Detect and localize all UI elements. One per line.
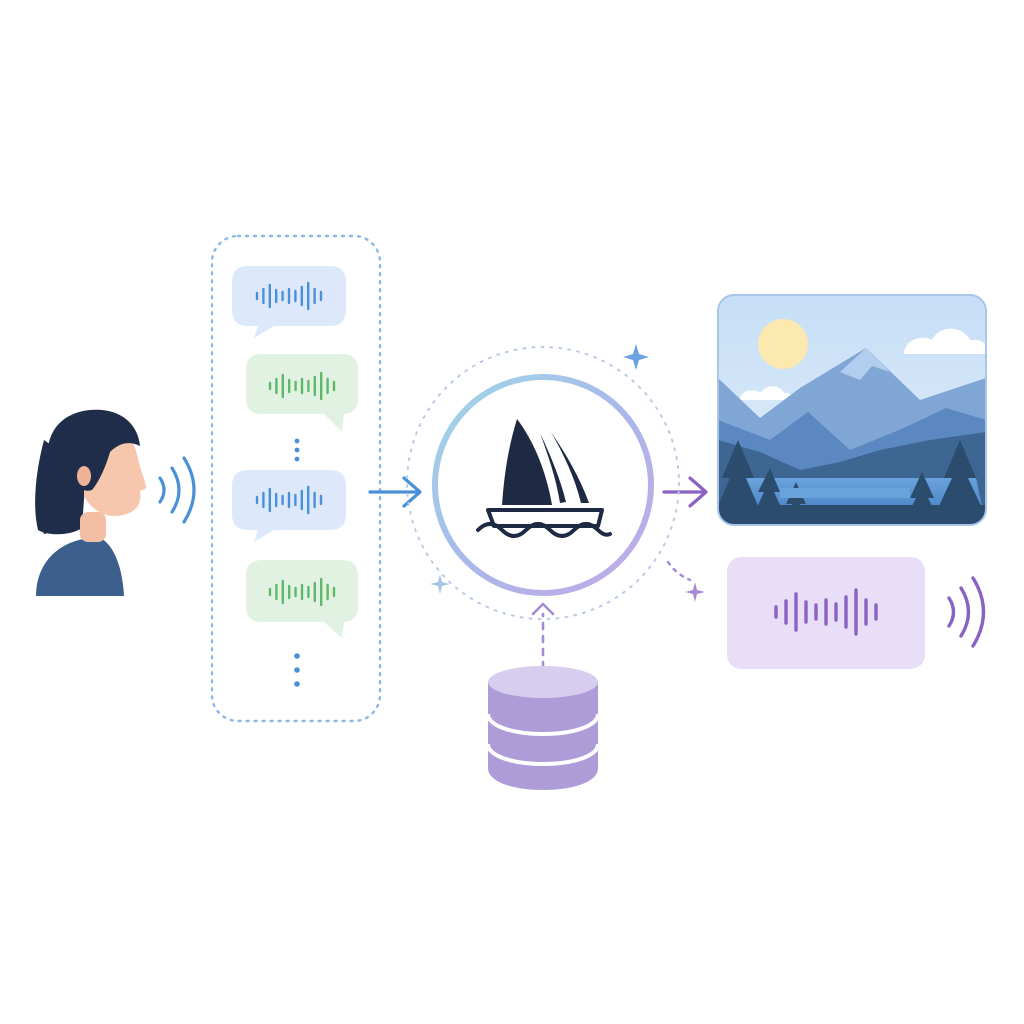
audio-message-bubble — [232, 470, 346, 542]
audio-wave-icon — [255, 485, 323, 515]
output-waves-icon — [947, 576, 986, 648]
audio-wave-icon — [255, 281, 323, 311]
database-icon — [486, 666, 600, 790]
sparkle-icon — [430, 344, 705, 602]
generated-audio-card — [727, 557, 925, 669]
arrow-database-to-model — [531, 602, 555, 670]
audio-message-bubble — [232, 266, 346, 338]
sailboat-logo-icon — [476, 419, 612, 538]
landscape-image-icon — [717, 294, 987, 526]
arrow-model-to-image — [662, 476, 708, 508]
audio-message-bubble — [246, 560, 358, 638]
speech-waves-icon — [158, 456, 196, 524]
conversation-history-frame — [210, 234, 382, 723]
ellipsis-icon — [294, 653, 300, 687]
arrow-history-to-model — [368, 476, 422, 508]
audio-message-bubble — [246, 354, 358, 432]
arrow-model-to-audio — [666, 560, 692, 582]
model-orbit-ring — [406, 346, 680, 620]
audio-wave-icon — [268, 577, 336, 607]
speaker-person-icon — [35, 409, 147, 596]
ellipsis-icon — [294, 438, 300, 462]
audio-wave-icon — [268, 371, 336, 401]
audio-wave-icon — [774, 588, 878, 636]
